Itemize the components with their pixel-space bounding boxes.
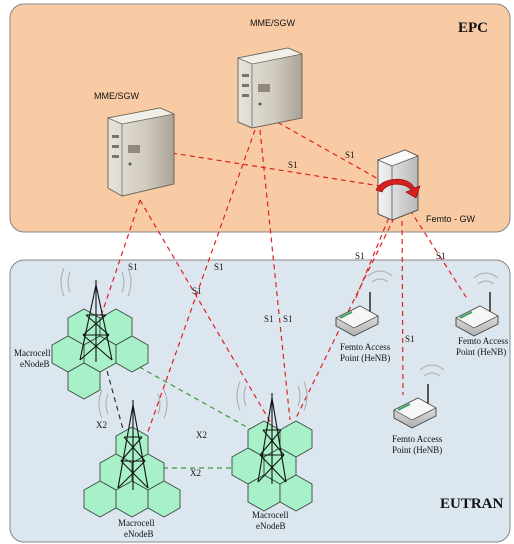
femto-access-point-2: [455, 272, 499, 337]
s1-link-mme-top-gw: [269, 117, 381, 181]
s1-link-gw-macro3: [294, 209, 399, 421]
s1-link-mme-top-macro2: [144, 129, 256, 441]
x2-label: X2: [196, 430, 207, 440]
x2-label: X2: [190, 468, 201, 478]
macrocell-enodeb-2: [83, 389, 181, 518]
femto-access-point-1: [335, 270, 393, 337]
macrocell-label-2-line1: Macrocell: [118, 518, 155, 528]
femto-gw-label: Femto - GW: [426, 214, 476, 224]
mme-sgw-server-left: [106, 107, 176, 197]
s1-links: [92, 117, 469, 441]
s1-link-gw-femto2: [401, 211, 404, 396]
femto-gw-device: [375, 149, 421, 221]
s1-label: S1: [345, 150, 355, 160]
femto-ap-label-2-line1: Femto Access: [458, 336, 509, 346]
macrocell-label-3-line2: eNodeB: [256, 521, 286, 531]
epc-title: EPC: [458, 20, 488, 36]
s1-link-mme-gw: [171, 152, 381, 187]
s1-label: S1: [436, 251, 446, 261]
s1-label: S1: [288, 160, 298, 170]
s1-label: S1: [355, 251, 365, 261]
femto-ap-label-3-line1: Femto Access: [392, 434, 443, 444]
s1-link-mme-left-macro1: [92, 199, 141, 341]
femto-ap-label-3-line2: Point (HeNB): [392, 445, 442, 455]
macrocell-label-3-line1: Macrocell: [252, 510, 289, 520]
femto-access-point-3: [393, 364, 445, 429]
eutran-title: EUTRAN: [440, 496, 504, 512]
s1-label: S1: [283, 314, 293, 324]
femto-ap-label-1-line1: Femto Access: [340, 342, 391, 352]
mme-sgw-server-top: [236, 47, 304, 129]
x2-label: X2: [96, 420, 107, 430]
s1-label: S1: [128, 262, 138, 272]
s1-link-gw-femto1: [354, 209, 393, 301]
macrocell-label-2-line2: eNodeB: [124, 529, 154, 539]
mme-sgw-label-top: MME/SGW: [250, 18, 296, 28]
s1-label: S1: [192, 286, 202, 296]
mme-sgw-label-left: MME/SGW: [94, 91, 140, 101]
macrocell-enodeb-1: [51, 267, 149, 400]
macrocell-label-1-line2: eNodeB: [20, 359, 50, 369]
s1-link-mme-top-macro3: [259, 129, 291, 421]
s1-label: S1: [264, 314, 274, 324]
x2-labels: X2 X2 X2: [96, 420, 207, 478]
femto-ap-label-2-line2: Point (HeNB): [456, 347, 506, 357]
femto-ap-label-1-line2: Point (HeNB): [340, 353, 390, 363]
x2-link-macro1-macro3: [99, 344, 271, 441]
s1-label: S1: [214, 262, 224, 272]
s1-label: S1: [405, 334, 415, 344]
s1-labels: S1 S1 S1 S1 S1 S1 S1 S1 S1 S1: [128, 150, 446, 344]
macrocell-enodeb-3: [231, 381, 313, 512]
macrocell-label-1-line1: Macrocell: [14, 348, 51, 358]
